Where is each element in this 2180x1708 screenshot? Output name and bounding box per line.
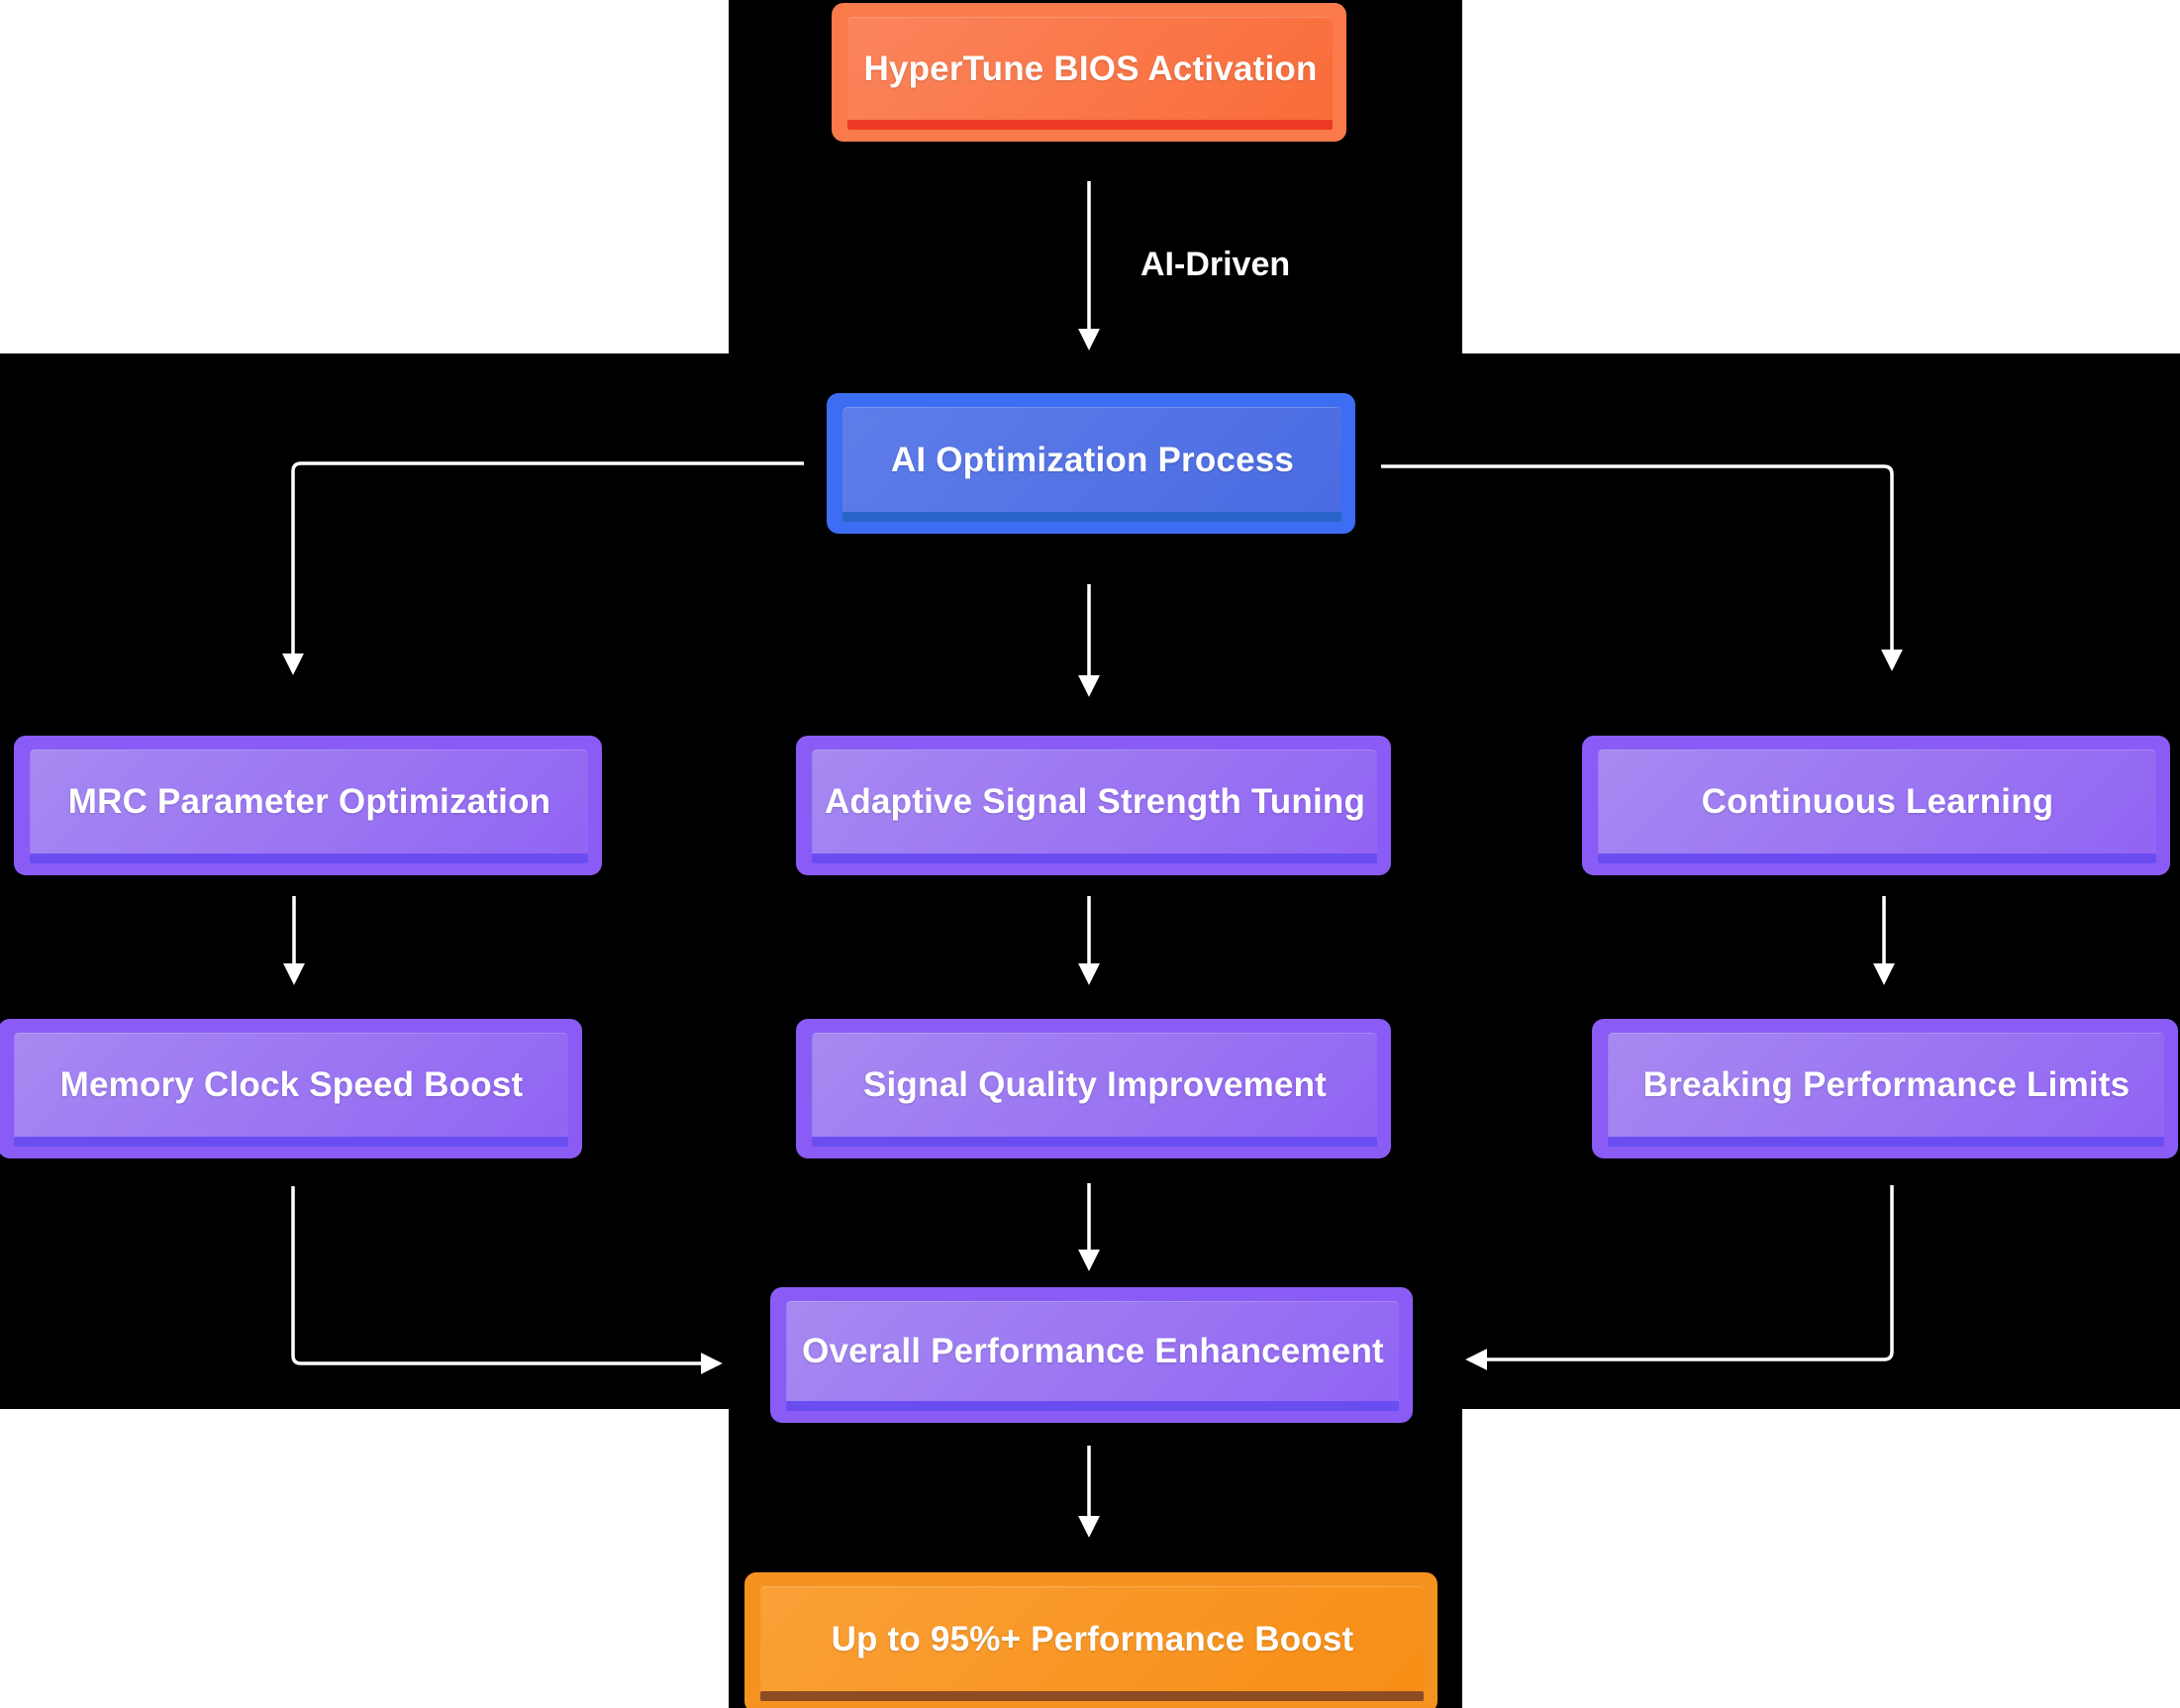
node-label: Breaking Performance Limits <box>1642 1065 2130 1104</box>
node-inner: Continuous Learning <box>1598 750 2156 863</box>
edge-breaking-to-overall <box>1465 1185 1894 1371</box>
node-inner: MRC Parameter Optimization <box>30 750 588 863</box>
node-bottom-strip <box>847 120 1333 130</box>
node-inner: Breaking Performance Limits <box>1608 1033 2164 1147</box>
node-label: Adaptive Signal Strength Tuning <box>824 782 1366 821</box>
edge-label-ai-driven: AI-Driven <box>1140 246 1291 283</box>
edge-aiopt-to-continuous <box>1381 464 1904 671</box>
node-bottom-strip <box>760 1691 1424 1701</box>
node-bottom-strip <box>14 1137 568 1147</box>
node-label: Signal Quality Improvement <box>862 1065 1328 1104</box>
node-breaking-performance-limits: Breaking Performance Limits <box>1592 1019 2178 1158</box>
node-continuous-learning: Continuous Learning <box>1582 736 2170 875</box>
node-bottom-strip <box>786 1401 1399 1411</box>
node-inner: AI Optimization Process <box>842 407 1341 522</box>
node-adaptive-signal-strength-tuning: Adaptive Signal Strength Tuning <box>796 736 1391 875</box>
edge-memory-to-overall <box>291 1186 723 1375</box>
node-bottom-strip <box>1608 1137 2164 1147</box>
node-label: HyperTune BIOS Activation <box>863 49 1318 88</box>
node-label: Continuous Learning <box>1701 782 2054 821</box>
node-inner: Memory Clock Speed Boost <box>14 1033 568 1147</box>
node-inner: HyperTune BIOS Activation <box>847 17 1333 130</box>
node-label: AI Optimization Process <box>890 440 1295 479</box>
node-bottom-strip <box>842 512 1341 522</box>
node-mrc-parameter-optimization: MRC Parameter Optimization <box>14 736 602 875</box>
edge-aiopt-to-mrc <box>281 461 804 675</box>
node-label: Memory Clock Speed Boost <box>59 1065 524 1104</box>
node-bottom-strip <box>812 854 1377 863</box>
node-inner: Signal Quality Improvement <box>812 1033 1377 1147</box>
node-inner: Overall Performance Enhancement <box>786 1301 1399 1411</box>
node-signal-quality-improvement: Signal Quality Improvement <box>796 1019 1391 1158</box>
node-performance-boost-result: Up to 95%+ Performance Boost <box>744 1572 1437 1708</box>
node-bottom-strip <box>30 854 588 863</box>
node-hypertune-bios-activation: HyperTune BIOS Activation <box>832 3 1346 142</box>
node-inner: Up to 95%+ Performance Boost <box>760 1586 1424 1701</box>
node-bottom-strip <box>1598 854 2156 863</box>
node-bottom-strip <box>812 1137 1377 1147</box>
node-inner: Adaptive Signal Strength Tuning <box>812 750 1377 863</box>
node-label: MRC Parameter Optimization <box>67 782 551 821</box>
node-memory-clock-speed-boost: Memory Clock Speed Boost <box>0 1019 582 1158</box>
node-label: Up to 95%+ Performance Boost <box>831 1619 1354 1658</box>
node-overall-performance-enhancement: Overall Performance Enhancement <box>770 1287 1413 1423</box>
node-label: Overall Performance Enhancement <box>802 1332 1384 1370</box>
node-ai-optimization-process: AI Optimization Process <box>827 393 1355 534</box>
